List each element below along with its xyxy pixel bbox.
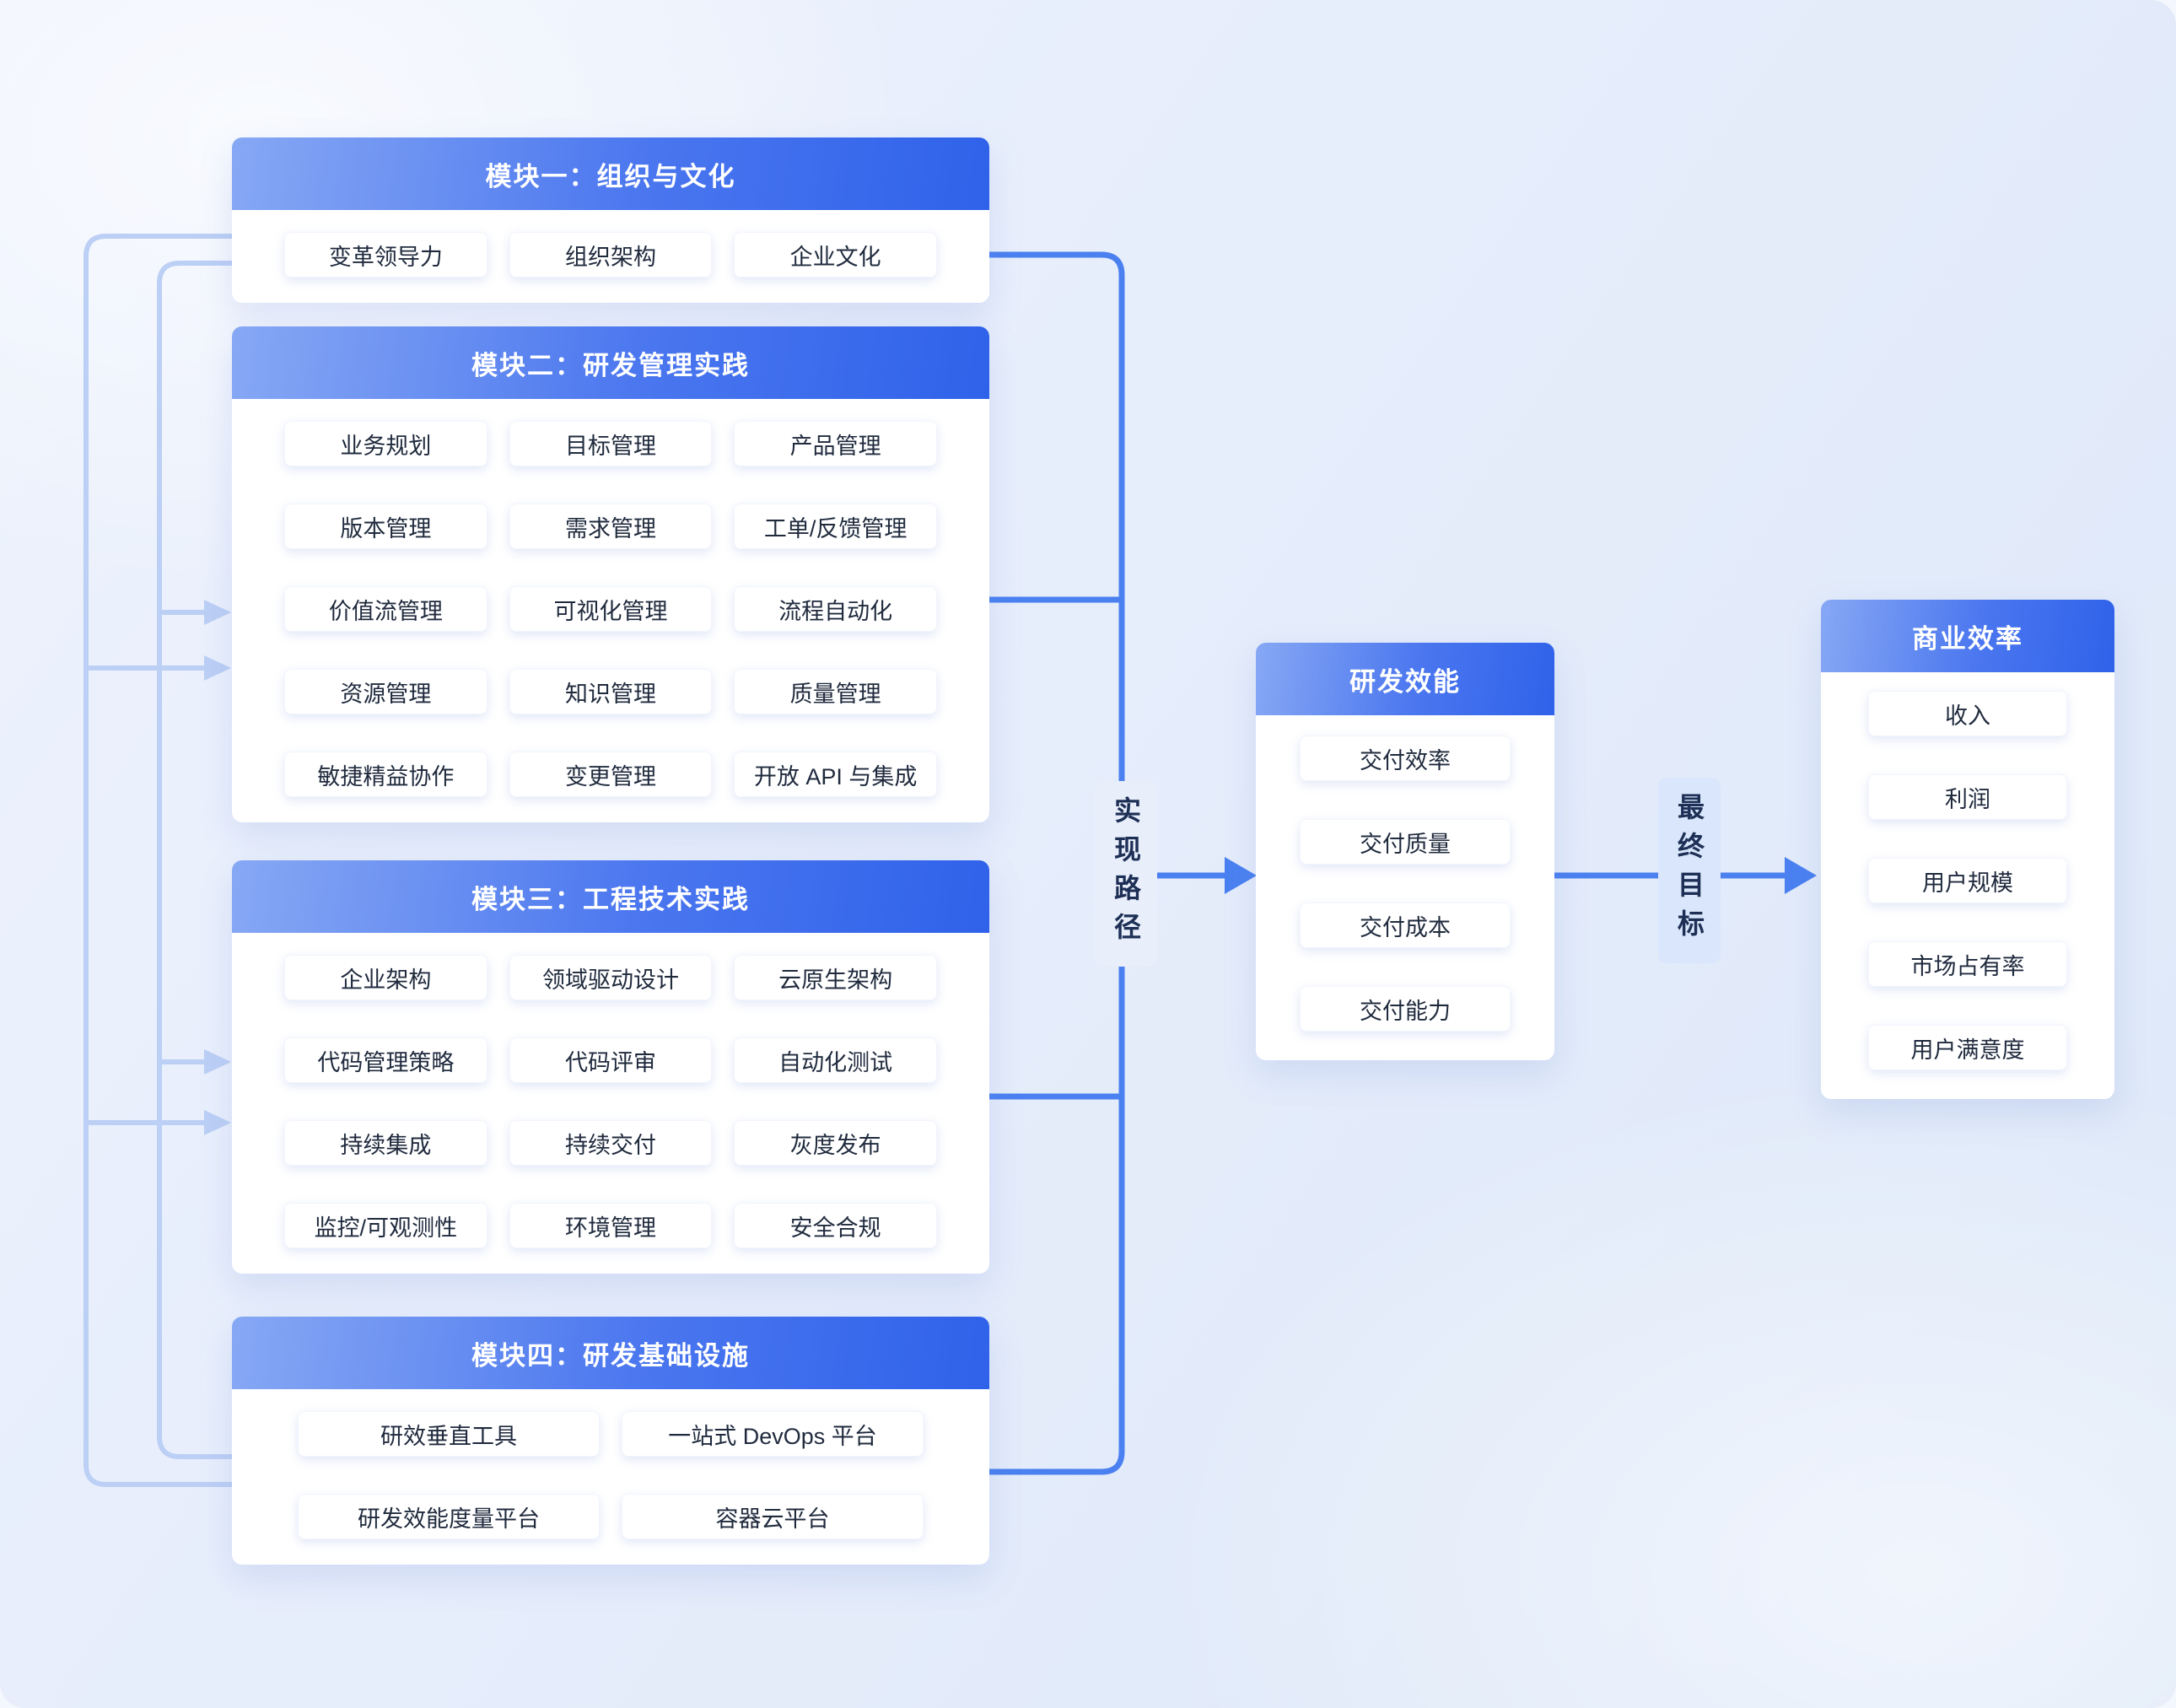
diagram-node: 组织架构 — [509, 232, 713, 277]
diagram-node: 自动化测试 — [734, 1037, 937, 1083]
diagram-node: 代码评审 — [509, 1037, 713, 1083]
diagram-node: 敏捷精益协作 — [284, 752, 487, 797]
module-2-body: 业务规划 目标管理 产品管理 版本管理 需求管理 工单/反馈管理 价值流管理 可… — [232, 399, 989, 822]
module-1-card: 模块一：组织与文化 变革领导力 组织架构 企业文化 — [232, 137, 989, 303]
efficiency-title: 研发效能 — [1349, 666, 1461, 697]
diagram-node: 开放 API 与集成 — [734, 752, 937, 797]
diagram-node: 安全合规 — [734, 1203, 937, 1248]
module-1-title: 模块一：组织与文化 — [485, 161, 736, 191]
goal-label: 最终目标 — [1658, 778, 1721, 963]
feedback-arrowheads — [204, 600, 231, 1135]
diagram-node: 利润 — [1868, 774, 2067, 820]
diagram-node: 交付质量 — [1300, 819, 1511, 865]
diagram-node: 变革领导力 — [284, 232, 487, 277]
diagram-node: 用户规模 — [1868, 858, 2067, 903]
diagram-node: 企业架构 — [284, 955, 487, 1000]
module-1-body: 变革领导力 组织架构 企业文化 — [232, 210, 989, 303]
diagram-node: 市场占有率 — [1868, 941, 2067, 987]
business-body: 收入 利润 用户规模 市场占有率 用户满意度 — [1821, 672, 2114, 1099]
diagram-node: 版本管理 — [284, 504, 487, 549]
diagram-node: 价值流管理 — [284, 586, 487, 632]
module-3-body: 企业架构 领域驱动设计 云原生架构 代码管理策略 代码评审 自动化测试 持续集成… — [232, 933, 989, 1274]
business-card: 商业效率 收入 利润 用户规模 市场占有率 用户满意度 — [1821, 600, 2114, 1099]
efficiency-body: 交付效率 交付质量 交付成本 交付能力 — [1256, 715, 1554, 1060]
diagram-node: 灰度发布 — [734, 1120, 937, 1166]
diagram-node: 可视化管理 — [509, 586, 713, 632]
diagram-node: 交付能力 — [1300, 986, 1511, 1032]
module-3-card: 模块三：工程技术实践 企业架构 领域驱动设计 云原生架构 代码管理策略 代码评审… — [232, 860, 989, 1274]
diagram-node: 目标管理 — [509, 421, 713, 466]
diagram-node: 一站式 DevOps 平台 — [622, 1411, 924, 1457]
module-3-header: 模块三：工程技术实践 — [232, 860, 989, 933]
module-2-title: 模块二：研发管理实践 — [471, 350, 750, 380]
diagram-node: 监控/可观测性 — [284, 1203, 487, 1248]
diagram-node: 交付成本 — [1300, 902, 1511, 948]
diagram-node: 质量管理 — [734, 669, 937, 714]
diagram-node: 容器云平台 — [622, 1494, 924, 1539]
diagram-node: 研发效能度量平台 — [298, 1494, 600, 1539]
diagram-node: 流程自动化 — [734, 586, 937, 632]
diagram-node: 知识管理 — [509, 669, 713, 714]
diagram-node: 产品管理 — [734, 421, 937, 466]
flow-arrowheads — [1225, 857, 1817, 894]
feedback-connectors — [83, 234, 234, 1487]
diagram-node: 需求管理 — [509, 504, 713, 549]
module-2-header: 模块二：研发管理实践 — [232, 326, 989, 399]
diagram-node: 持续交付 — [509, 1120, 713, 1166]
diagram-node: 收入 — [1868, 691, 2067, 736]
module-1-header: 模块一：组织与文化 — [232, 137, 989, 210]
efficiency-card: 研发效能 交付效率 交付质量 交付成本 交付能力 — [1256, 643, 1554, 1060]
business-header: 商业效率 — [1821, 600, 2114, 672]
module-3-title: 模块三：工程技术实践 — [471, 884, 750, 914]
diagram-node: 云原生架构 — [734, 955, 937, 1000]
diagram-node: 企业文化 — [734, 232, 937, 277]
diagram-node: 持续集成 — [284, 1120, 487, 1166]
module-4-body: 研效垂直工具 一站式 DevOps 平台 研发效能度量平台 容器云平台 — [232, 1389, 989, 1565]
diagram-node: 代码管理策略 — [284, 1037, 487, 1083]
module-4-header: 模块四：研发基础设施 — [232, 1317, 989, 1389]
diagram-node: 工单/反馈管理 — [734, 504, 937, 549]
diagram-node: 研效垂直工具 — [298, 1411, 600, 1457]
diagram-node: 变更管理 — [509, 752, 713, 797]
business-title: 商业效率 — [1912, 623, 2023, 654]
diagram-node: 业务规划 — [284, 421, 487, 466]
module-4-card: 模块四：研发基础设施 研效垂直工具 一站式 DevOps 平台 研发效能度量平台… — [232, 1317, 989, 1565]
diagram-node: 资源管理 — [284, 669, 487, 714]
diagram-node: 领域驱动设计 — [509, 955, 713, 1000]
efficiency-header: 研发效能 — [1256, 643, 1554, 715]
module-2-card: 模块二：研发管理实践 业务规划 目标管理 产品管理 版本管理 需求管理 工单/反… — [232, 326, 989, 822]
path-label: 实现路径 — [1095, 781, 1157, 967]
diagram-node: 环境管理 — [509, 1203, 713, 1248]
diagram-node: 交付效率 — [1300, 735, 1511, 781]
module-4-title: 模块四：研发基础设施 — [471, 1340, 750, 1371]
diagram-node: 用户满意度 — [1868, 1025, 2067, 1070]
